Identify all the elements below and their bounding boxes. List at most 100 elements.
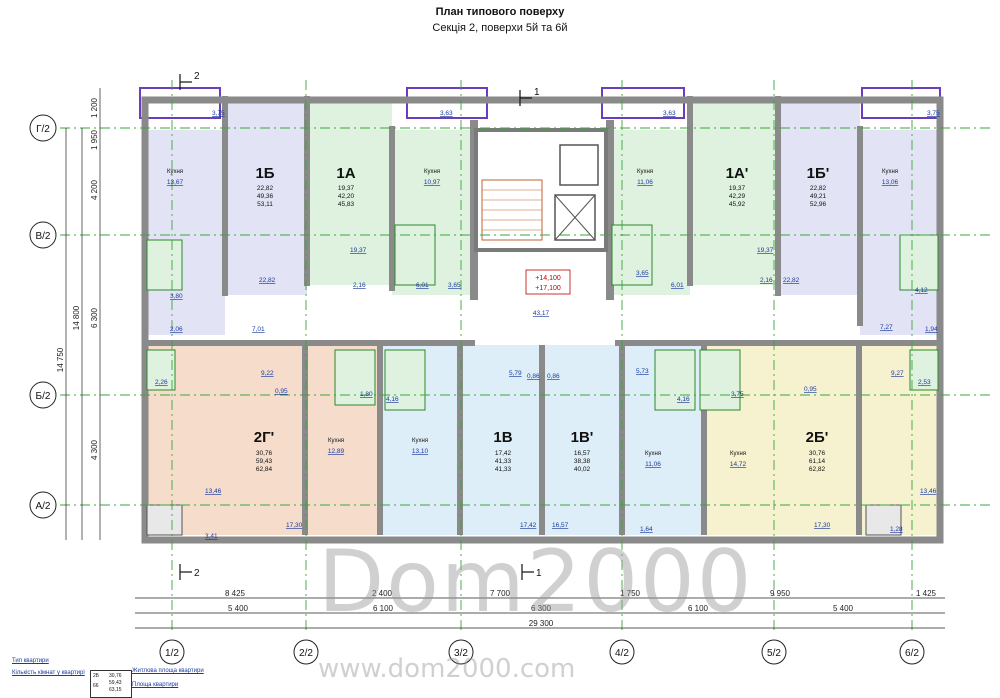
apartment-1a-name: 1А: [336, 165, 355, 182]
legend-sample-b: 59,43: [109, 680, 122, 686]
watermark-logo: Dom2000: [318, 532, 754, 632]
apartment-2g-name: 2Г': [254, 429, 274, 446]
room-area: 2,53: [918, 379, 931, 386]
apartment-1v2-l1: 16,57: [574, 450, 591, 457]
apartment-1a-l1: 19,37: [338, 185, 355, 192]
room-area: 19,37: [757, 247, 774, 254]
dim-bottom-1425: 1 425: [916, 589, 937, 598]
apartment-2b-l3: 62,82: [809, 466, 826, 473]
legend-living-label: Житлова площа квартири: [132, 668, 204, 674]
apartment-1v-name: 1В: [493, 429, 512, 446]
apartment-2b-name: 2Б': [806, 429, 829, 446]
room-area: 4,16: [677, 396, 690, 403]
room-area: 2,06: [170, 326, 183, 333]
dim-bottom-5400-a: 5 400: [228, 604, 249, 613]
axis-markers-horizontal: Г/2 В/2 Б/2 А/2: [29, 114, 57, 519]
legend-type-label: Тип квартири: [12, 658, 49, 664]
room-area: 17,30: [814, 522, 831, 529]
room-area: 2,26: [155, 379, 168, 386]
kitchen-area: 11,06: [645, 461, 661, 468]
apartment-1a2-l1: 19,37: [729, 185, 746, 192]
room-area: 3,41: [205, 533, 218, 540]
dim-left-6300: 6 300: [90, 307, 99, 328]
dim-bottom-6100-b: 6 100: [688, 604, 709, 613]
apartment-1b2-l1: 22,82: [810, 185, 827, 192]
section-mark-bottom-1: 1: [536, 568, 542, 579]
kitchen-label: Кухня: [637, 169, 653, 175]
room-area: 1,64: [640, 526, 653, 533]
axis-label-1-2: 1/2: [165, 648, 179, 659]
apartment-2g-l1: 30,76: [256, 450, 273, 457]
section-marks: [179, 74, 534, 580]
apartment-1a2-name: 1А': [726, 165, 749, 182]
legend-sample-rooms: 66: [93, 683, 99, 689]
kitchen-area: 13,67: [167, 179, 184, 186]
dim-bottom-5400-b: 5 400: [833, 604, 854, 613]
grid-lines: [60, 80, 990, 630]
apartment-1v2-l3: 40,02: [574, 466, 591, 473]
legend-sample-a: 30,76: [109, 673, 122, 679]
legend-sample-box: 2Б 66 30,76 59,43 63,15: [90, 670, 132, 698]
axis-label-b-2: Б/2: [36, 391, 51, 402]
kitchen-label: Кухня: [424, 169, 440, 175]
dimension-lines-left: [65, 88, 101, 540]
kitchen-label: Кухня: [730, 451, 746, 457]
corridor-area: 43,17: [533, 310, 550, 317]
room-area: 13,46: [920, 488, 937, 495]
apartment-2b-l2: 61,14: [809, 458, 826, 465]
room-area: 3,75: [731, 391, 744, 398]
apartment-2g-l2: 59,43: [256, 458, 273, 465]
room-area: 7,01: [252, 326, 265, 333]
apartment-1a-l3: 45,83: [338, 201, 355, 208]
room-area: 3,63: [663, 110, 676, 117]
dim-bottom-9950: 9 950: [770, 589, 791, 598]
room-area: 19,37: [350, 247, 367, 254]
apartment-2b-l1: 30,76: [809, 450, 826, 457]
legend-rooms-label: Кількість кімнат у квартирі: [12, 670, 85, 676]
room-area: 5,73: [636, 368, 649, 375]
apartment-1b2-l2: 49,21: [810, 193, 827, 200]
apartment-1b-l2: 49,36: [257, 193, 274, 200]
plan-subtitle: Секція 2, поверхи 5й та 6й: [432, 22, 568, 34]
apartment-1a-l2: 42,20: [338, 193, 355, 200]
room-area: 0,95: [275, 388, 288, 395]
kitchen-area: 13,06: [882, 179, 899, 186]
room-area: 22,82: [259, 277, 276, 284]
section-mark-bottom-2: 2: [194, 568, 200, 579]
dim-left-14800: 14 800: [72, 305, 81, 330]
room-area: 0,86: [547, 373, 560, 380]
axis-label-a-2: А/2: [35, 501, 50, 512]
apartment-1b-l1: 22,82: [257, 185, 274, 192]
kitchen-area: 12,89: [328, 448, 345, 455]
apartment-1b2-name: 1Б': [807, 165, 830, 182]
dim-left-4200: 4 200: [90, 179, 99, 200]
legend-sample-type: 2Б: [93, 673, 100, 679]
legend: Тип квартири Кількість кімнат у квартирі…: [8, 658, 204, 698]
level-mark-1: +14,100: [535, 275, 561, 282]
kitchen-label: Кухня: [412, 438, 428, 444]
kitchen-area: 11,06: [637, 179, 653, 186]
kitchen-labels: Кухня 13,67 Кухня 10,97 Кухня 11,06 Кухн…: [167, 169, 899, 468]
dim-bottom-6100-a: 6 100: [373, 604, 394, 613]
section-mark-top-2: 2: [194, 71, 200, 82]
dim-bottom-2400: 2 400: [372, 589, 393, 598]
apartment-1b2-l3: 52,96: [810, 201, 827, 208]
room-area: 0,86: [527, 373, 540, 380]
room-area: 1,80: [360, 391, 373, 398]
room-area: 3,80: [170, 293, 183, 300]
axis-label-6-2: 6/2: [905, 648, 919, 659]
stair-core: [474, 128, 608, 252]
room-area: 3,75: [927, 110, 940, 117]
axis-label-5-2: 5/2: [767, 648, 781, 659]
axis-label-3-2: 3/2: [454, 648, 468, 659]
room-area: 3,75: [212, 110, 225, 117]
room-area: 13,46: [205, 488, 222, 495]
apartment-labels: 1Б 22,82 49,36 53,11 1А 19,37 42,20 45,8…: [254, 165, 830, 473]
room-area: 6,01: [416, 282, 429, 289]
dim-bottom-8425: 8 425: [225, 589, 246, 598]
room-area: 4,16: [386, 396, 399, 403]
axis-label-g-2: Г/2: [36, 124, 50, 135]
dim-left-4300: 4 300: [90, 439, 99, 460]
room-area: 6,01: [671, 282, 684, 289]
